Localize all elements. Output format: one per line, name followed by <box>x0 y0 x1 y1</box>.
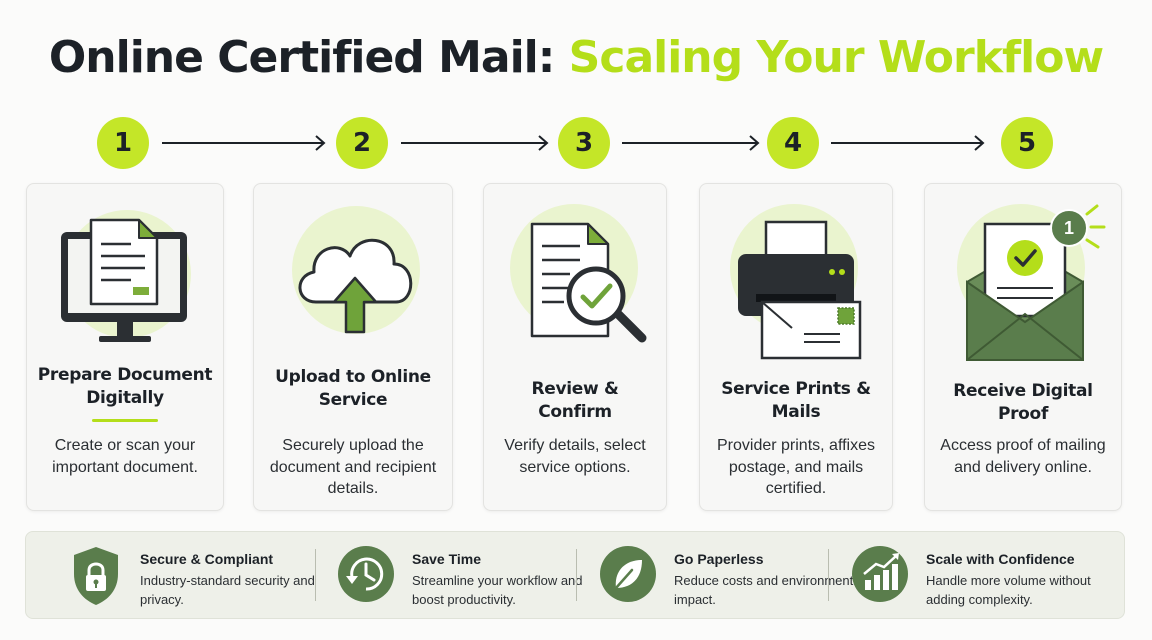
arrow-right-icon <box>831 135 985 151</box>
divider <box>828 549 829 601</box>
step-description: Create or scan your important document. <box>52 437 198 476</box>
step-number-4: 4 <box>767 117 819 169</box>
divider <box>315 549 316 601</box>
benefit-description: Reduce costs and environmental impact. <box>674 573 864 607</box>
benefit-secure: Secure & Compliant Industry-standard sec… <box>70 532 320 618</box>
step-description: Provider prints, affixes postage, and ma… <box>717 437 875 497</box>
step-description: Securely upload the document and recipie… <box>269 437 437 497</box>
step-number-2: 2 <box>336 117 388 169</box>
step-card-2: Upload to Online Service Securely upload… <box>253 183 453 511</box>
step-title: Receive Digital Proof <box>953 381 1093 424</box>
title-underline <box>92 419 158 422</box>
step-number-1: 1 <box>97 117 149 169</box>
document-magnifier-check-icon <box>510 204 647 343</box>
step-title: Service Prints & Mails <box>721 379 871 422</box>
step-title: Prepare Document Digitally <box>37 365 213 408</box>
step-title: Review & Confirm <box>531 379 619 422</box>
step-number-5: 5 <box>1001 117 1053 169</box>
benefit-description: Industry-standard security and privacy. <box>140 573 315 607</box>
growth-chart-icon <box>852 546 908 602</box>
benefit-title: Go Paperless <box>674 551 764 567</box>
benefits-bar: Secure & Compliant Industry-standard sec… <box>25 531 1125 619</box>
benefit-scale: Scale with Confidence Handle more volume… <box>852 532 1112 618</box>
step-card-1: Prepare Document Digitally Create or sca… <box>26 183 224 511</box>
step-card-3: Review & Confirm Verify details, select … <box>483 183 667 511</box>
benefit-title: Scale with Confidence <box>926 551 1075 567</box>
benefit-title: Save Time <box>412 551 482 567</box>
step-card-4: Service Prints & Mails Provider prints, … <box>699 183 893 511</box>
notification-badge: 1 <box>1050 209 1088 247</box>
monitor-document-icon <box>61 210 191 342</box>
printer-envelope-icon <box>730 204 862 360</box>
step-card-5: 1 Receive Digital Proof Access proof of … <box>924 183 1122 511</box>
benefit-time: Save Time Streamline your workflow and b… <box>338 532 588 618</box>
benefit-title: Secure & Compliant <box>140 551 274 567</box>
arrow-right-icon <box>401 135 549 151</box>
benefit-description: Streamline your workflow and boost produ… <box>412 573 583 607</box>
shield-lock-icon <box>74 547 118 605</box>
leaf-icon <box>600 546 656 602</box>
step-title: Upload to Online Service <box>275 367 431 410</box>
step-description: Access proof of mailing and delivery onl… <box>940 437 1106 476</box>
divider <box>576 549 577 601</box>
title-part-1: Online Certified Mail: <box>48 32 555 83</box>
clock-refresh-icon <box>338 546 394 602</box>
arrow-right-icon <box>162 135 326 151</box>
page-title: Online Certified Mail: Scaling Your Work… <box>0 28 1152 88</box>
step-description: Verify details, select service options. <box>504 437 646 476</box>
cloud-upload-icon <box>292 206 420 334</box>
benefit-description: Handle more volume without adding comple… <box>926 573 1091 607</box>
step-number-3: 3 <box>558 117 610 169</box>
title-part-2: Scaling Your Workflow <box>568 32 1104 83</box>
arrow-right-icon <box>622 135 760 151</box>
benefit-paperless: Go Paperless Reduce costs and environmen… <box>600 532 863 618</box>
envelope-proof-icon <box>957 204 1106 361</box>
